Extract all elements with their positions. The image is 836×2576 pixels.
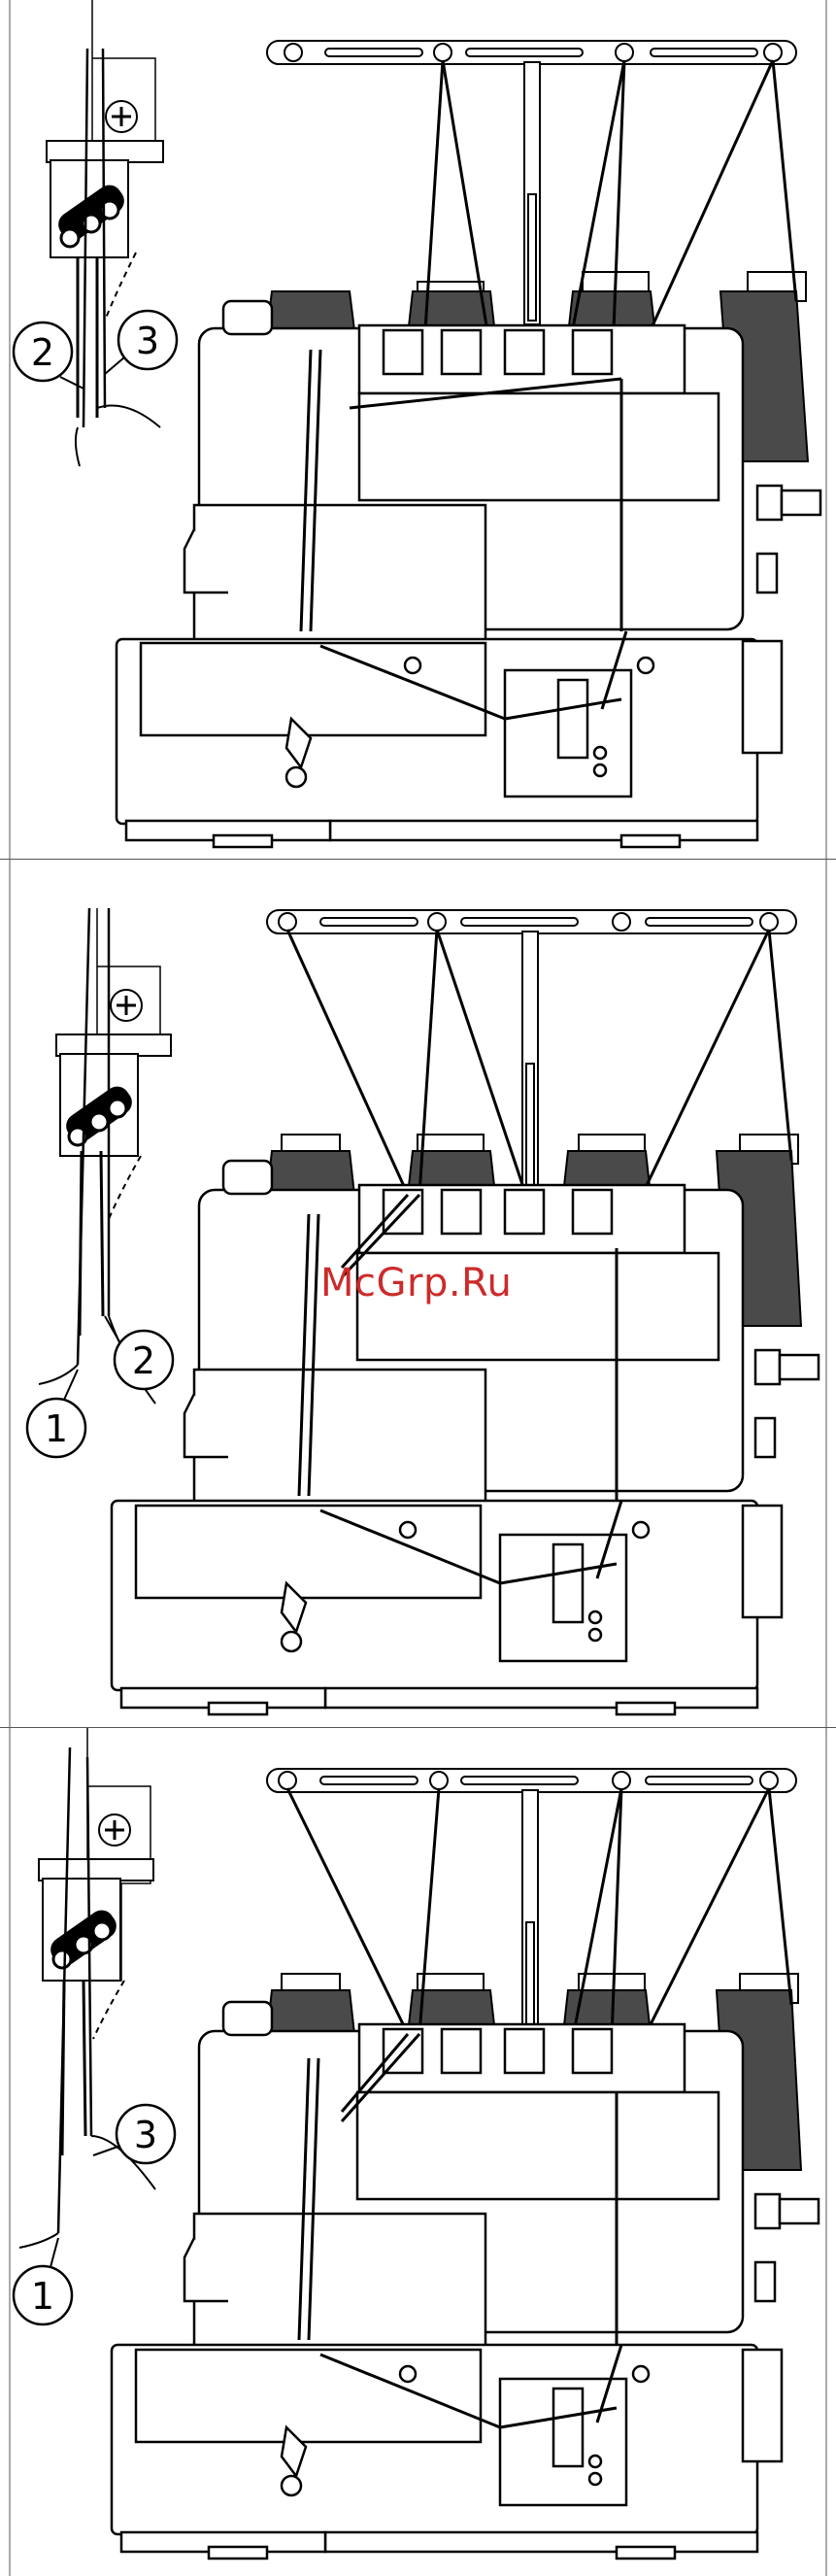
svg-text:3: 3 [136,320,159,362]
needle-detail-inset [39,908,171,1404]
callout-3: 3 [93,2105,175,2163]
callout-3: 3 [105,311,177,374]
watermark-text: McGrp.Ru [320,1261,512,1305]
callout-2: 2 [14,322,84,389]
needle-detail-inset [47,0,163,466]
callout-1: 1 [27,1370,85,1457]
serger-machine [112,2002,819,2559]
svg-text:2: 2 [132,1339,155,1382]
svg-text:2: 2 [31,331,54,374]
needle-detail-inset [19,1728,155,2248]
serger-machine [112,1161,819,1714]
svg-text:1: 1 [31,2275,54,2318]
svg-text:1: 1 [45,1407,68,1450]
serger-machine [117,301,820,847]
threading-diagram-panel-3: 1 3 [0,1728,836,2576]
threading-diagram-panel-1: 2 3 [0,0,836,859]
callout-1: 1 [14,2238,72,2324]
callout-2: 2 [105,1316,173,1389]
svg-text:3: 3 [134,2114,157,2156]
